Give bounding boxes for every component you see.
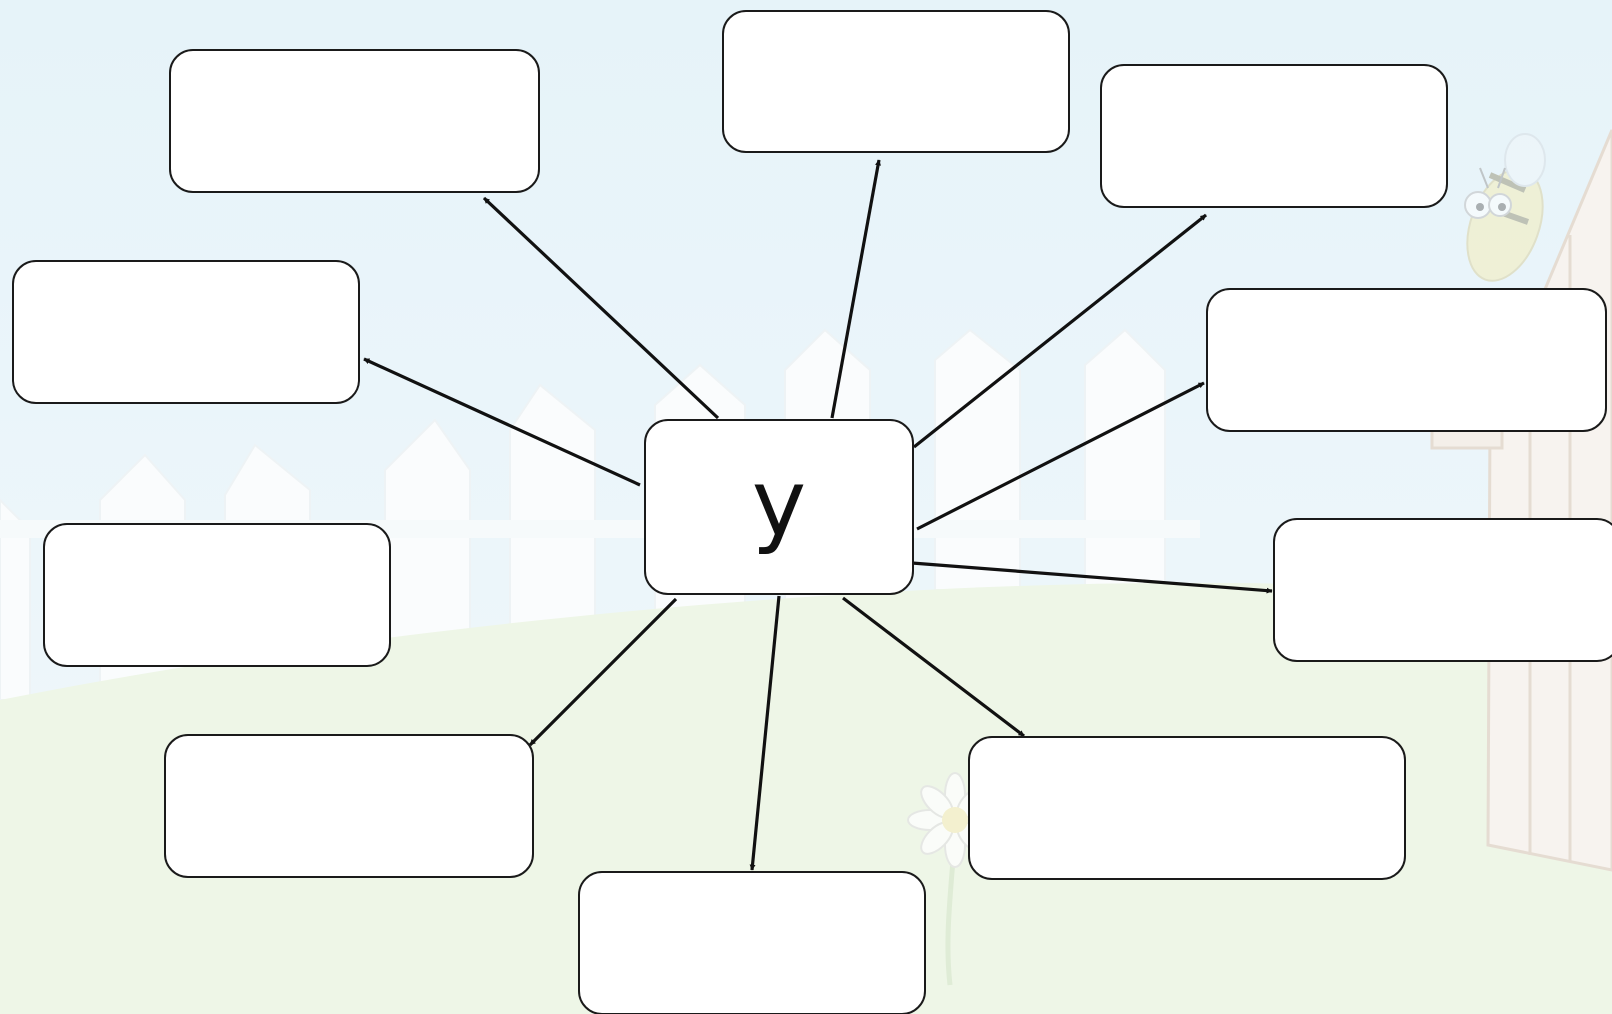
arrow-to-top-center xyxy=(830,159,881,419)
answer-box-bottom-center[interactable] xyxy=(578,871,926,1014)
arrow-to-top-right xyxy=(913,213,1207,449)
answer-box-top-center[interactable] xyxy=(722,10,1070,153)
arrow-to-bottom-center xyxy=(749,595,781,871)
answer-box-lower-right[interactable] xyxy=(968,736,1406,880)
answer-box-top-right[interactable] xyxy=(1100,64,1448,208)
arrow-to-top-left xyxy=(482,196,720,420)
arrow-to-lower-right xyxy=(842,596,1025,738)
green-hill-icon xyxy=(0,582,1612,1014)
answer-box-lower-left[interactable] xyxy=(164,734,534,878)
answer-box-middle-right[interactable] xyxy=(1273,518,1612,662)
answer-box-upper-right[interactable] xyxy=(1206,288,1607,432)
answer-box-upper-left[interactable] xyxy=(12,260,360,404)
center-node: у xyxy=(644,419,914,595)
center-letter: у xyxy=(751,450,807,557)
arrow-to-lower-left xyxy=(528,597,678,747)
answer-box-top-left[interactable] xyxy=(169,49,540,193)
arrow-to-upper-left xyxy=(363,357,641,487)
arrow-to-middle-right xyxy=(911,561,1273,594)
bee-icon xyxy=(1464,133,1546,282)
arrow-to-upper-right xyxy=(916,381,1205,531)
answer-box-middle-left[interactable] xyxy=(43,523,391,667)
